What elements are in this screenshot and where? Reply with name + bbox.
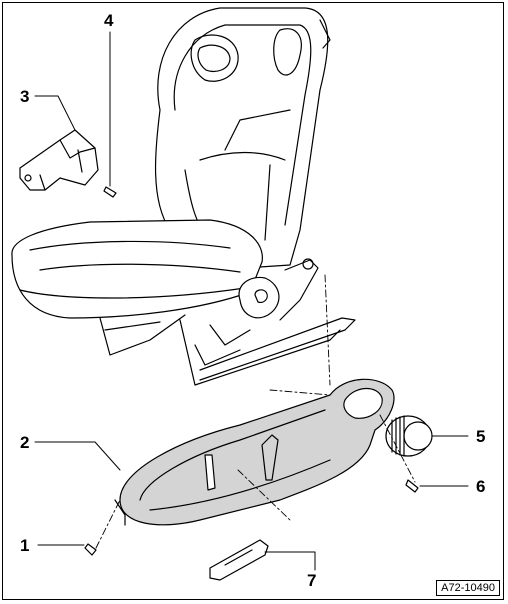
figure-id-label: A72-10490 [436, 580, 500, 596]
callout-6: 6 [476, 477, 486, 496]
part-7-trim-cap [209, 539, 269, 581]
seat-frame [99, 258, 356, 386]
callout-4: 4 [104, 11, 114, 30]
callout-5: 5 [476, 427, 486, 446]
seat-backrest [154, 7, 331, 269]
part-5-knob [385, 415, 433, 457]
part-1-screw [84, 543, 97, 556]
callout-1: 1 [20, 536, 30, 555]
callout-3: 3 [20, 87, 30, 106]
part-3-bracket [19, 129, 99, 191]
seat-cushion [11, 219, 263, 319]
part-4-bolt [103, 186, 117, 198]
leader-lines [34, 31, 469, 571]
callout-7: 7 [307, 571, 317, 590]
part-2-side-trim [114, 378, 395, 526]
assembly-lines [95, 274, 416, 549]
part-6-screw [405, 479, 419, 493]
callout-2: 2 [20, 433, 30, 452]
